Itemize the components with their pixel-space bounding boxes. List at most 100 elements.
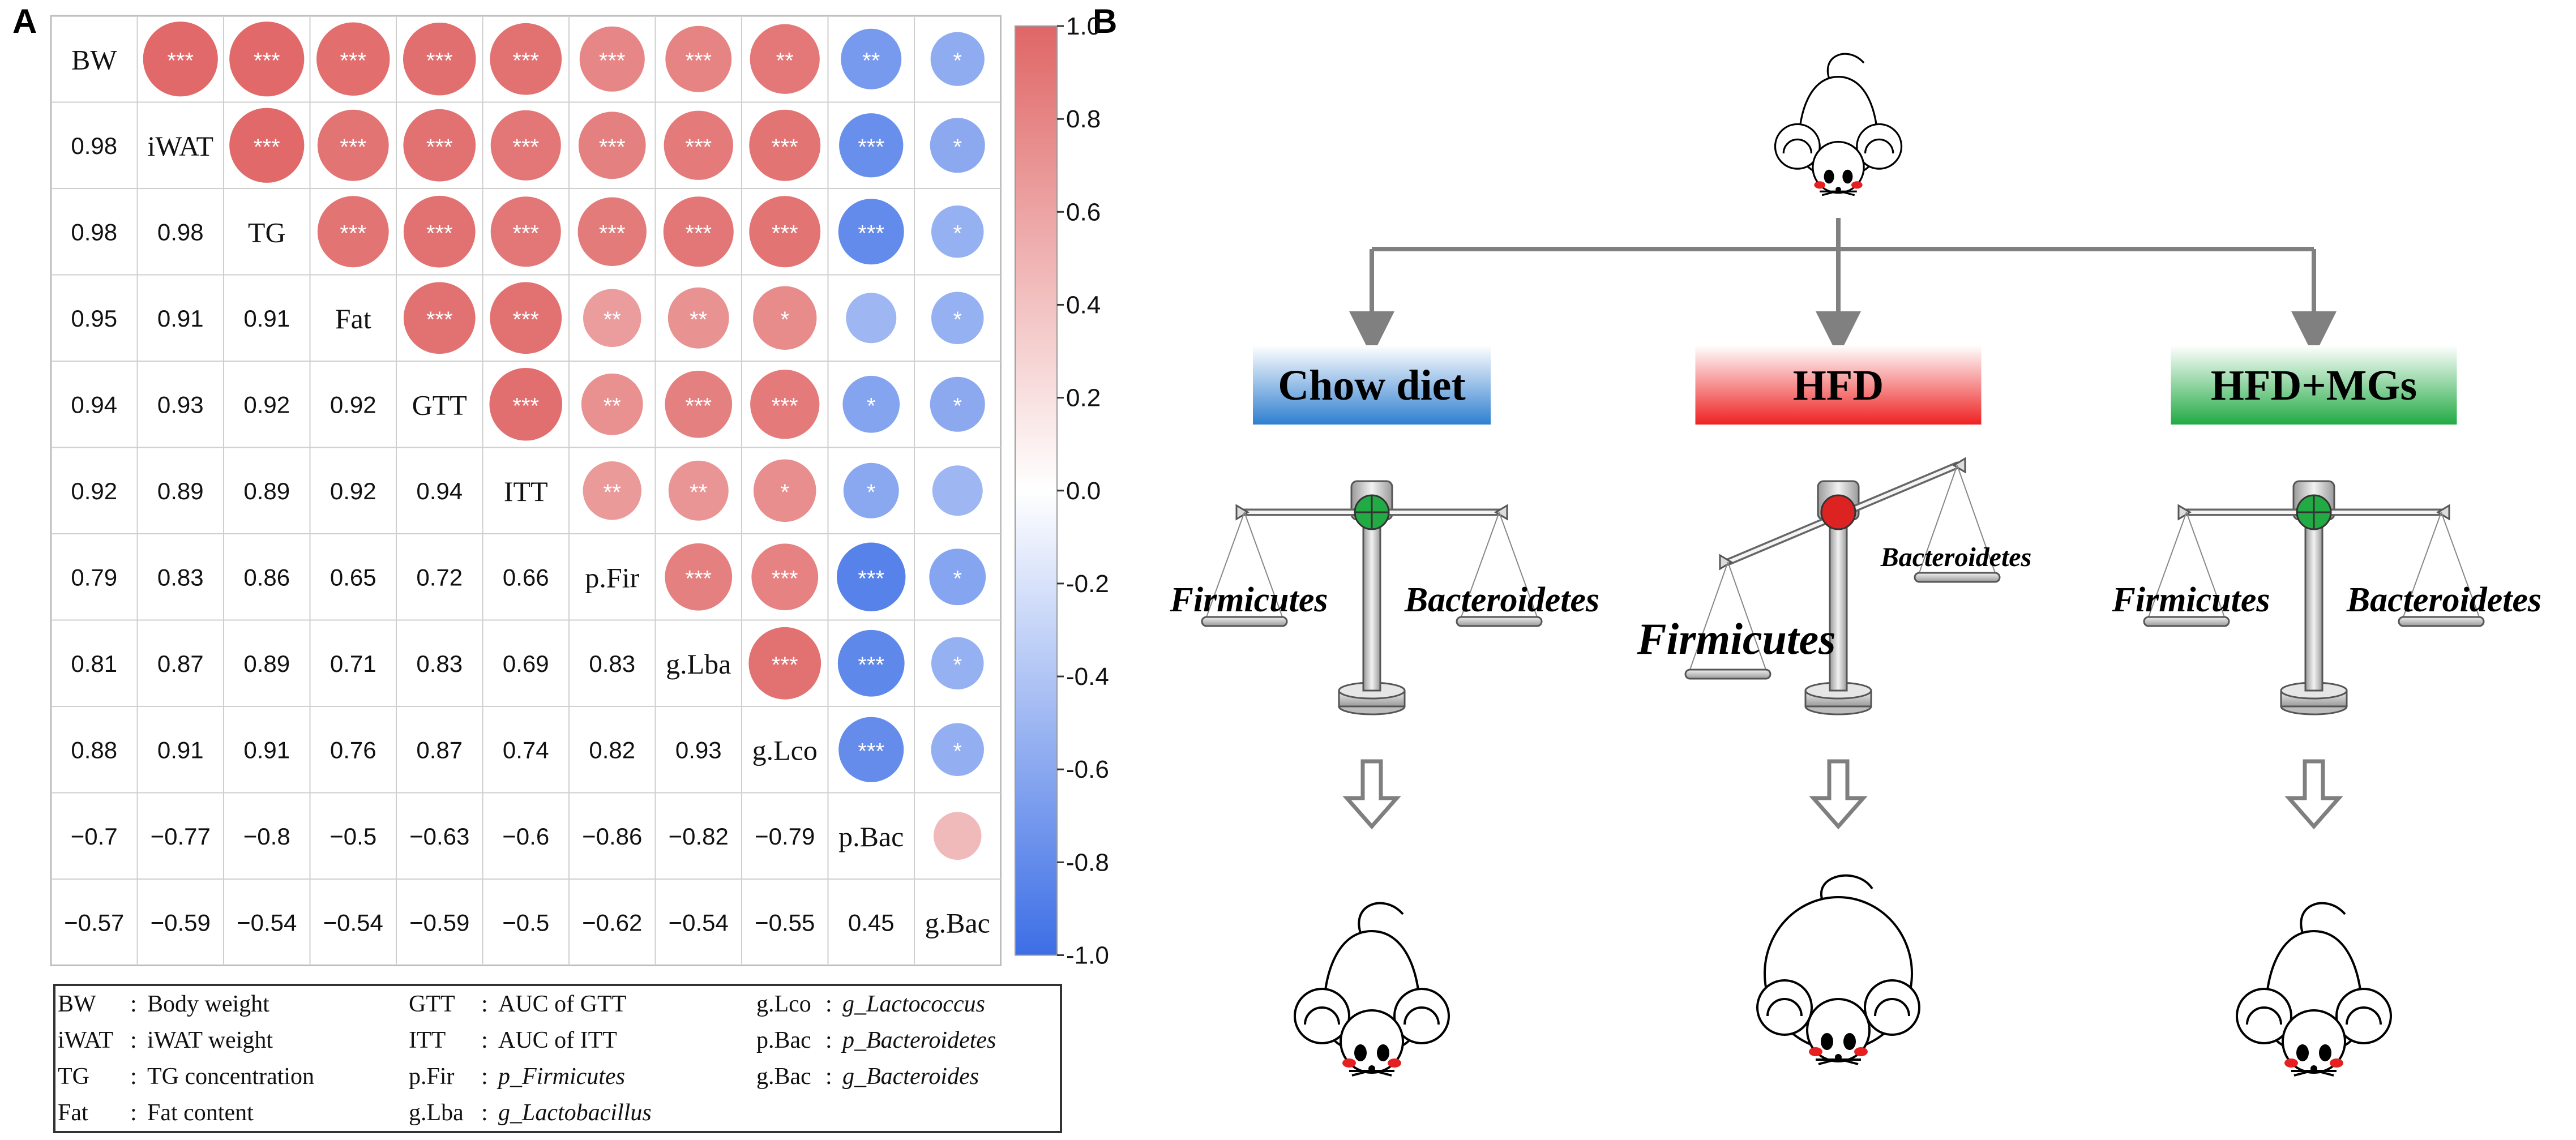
significance-stars: ** [776,48,794,73]
significance-stars: ** [604,480,621,505]
pan-string [1727,562,1766,670]
significance-stars: *** [512,135,539,160]
legend-colon: : [825,1064,832,1090]
significance-stars: * [867,480,876,505]
mouse-ear-inner [1874,998,1910,1017]
mouse-ear-inner [1864,138,1894,154]
significance-stars: * [780,480,789,505]
correlation-circle [930,118,985,173]
mouse-ear [2236,988,2292,1044]
correlation-value: 0.83 [589,650,635,677]
correlation-value: −0.79 [755,823,815,850]
correlation-value: 0.91 [157,736,204,763]
mouse-ear-inner [1766,998,1803,1017]
group-title: HFD [1793,362,1884,409]
diagonal-label: Fat [335,303,371,335]
significance-stars: *** [599,135,626,160]
legend-abbr: g.Lco [756,991,811,1017]
legend-abbr: BW [58,991,96,1017]
correlation-circle [931,723,984,776]
correlation-circle [579,26,645,92]
correlation-circle [581,373,643,435]
significance-stars: *** [599,48,626,73]
balance-hook [2177,504,2192,521]
legend-abbr: Fat [58,1100,88,1126]
legend-desc: iWAT weight [147,1027,273,1053]
mouse-whiskers [1349,1070,1394,1077]
balance-column [1829,525,1848,692]
correlation-value: −0.54 [669,909,729,936]
mouse-ear [1864,979,1920,1036]
mouse-eye [1821,1033,1833,1050]
mouse-cheek [1814,181,1826,189]
correlation-value: −0.57 [64,909,124,936]
colorbar-tick-label: 0.0 [1066,477,1101,505]
correlation-value: 0.98 [157,218,204,245]
mouse-cheek [1851,181,1863,189]
group-header [2171,345,2457,425]
legend-abbr: GTT [409,991,455,1017]
correlation-circle [143,22,218,97]
mouse-icon [1774,53,1903,196]
correlation-value: 0.69 [503,650,549,677]
correlation-circle [663,196,734,267]
colorbar-tick-label: -0.8 [1066,848,1109,876]
balance-hook [1494,504,1508,521]
significance-stars: ** [604,393,621,418]
significance-stars: *** [512,393,539,418]
pan-string [1206,512,1245,618]
significance-stars: *** [167,48,194,73]
mouse-cheek [1342,1058,1356,1068]
legend-desc: AUC of ITT [498,1027,617,1053]
mouse-icon [2236,902,2392,1077]
correlation-circle [930,32,985,86]
mouse-eye [1824,169,1834,184]
mouse-whiskers [1820,190,1857,196]
diagonal-label: TG [248,216,286,248]
correlation-circle [490,23,562,95]
correlation-value: −0.86 [582,823,642,850]
correlation-circle [489,367,563,441]
correlation-circle [748,627,821,700]
mouse-whiskers [2291,1070,2337,1077]
correlation-circle [403,282,476,354]
legend-abbr: p.Bac [756,1027,811,1053]
correlation-circle [583,289,641,347]
correlation-value: 0.82 [589,736,635,763]
significance-stars: *** [340,221,366,246]
correlation-circle [229,108,305,183]
significance-stars: *** [512,307,539,332]
balance-hook [1952,457,1966,474]
correlation-value: 0.74 [503,736,549,763]
significance-stars: *** [599,221,626,246]
left-pan [1201,616,1288,627]
significance-stars: *** [858,739,884,764]
correlation-value: 0.72 [416,564,463,590]
colorbar-tick-label: 0.8 [1066,105,1101,133]
pan-string [1499,512,1538,618]
legend-colon: : [825,991,832,1017]
mouse-whiskers [1816,1058,1861,1065]
correlation-circle [490,282,562,354]
significance-stars: *** [254,135,280,160]
legend-abbr: ITT [409,1027,446,1053]
correlation-value: 0.93 [157,391,204,418]
correlation-value: 0.98 [71,218,117,245]
legend-colon: : [825,1027,832,1053]
bacteroidetes-label: Bacteroidetes [1880,542,2032,572]
correlation-circle [665,25,732,92]
correlation-value: 0.88 [71,736,117,763]
diagonal-label: g.Lba [666,648,731,680]
correlation-circle [753,286,817,350]
significance-stars: *** [858,566,884,591]
colorbar-tick-label: 0.2 [1066,384,1101,412]
correlation-circle [839,113,904,178]
correlation-value: 0.92 [330,391,376,418]
mouse-ear-inner [2246,1006,2282,1025]
correlation-circle [930,376,985,432]
significance-stars: * [953,135,962,160]
mouse-eye [1354,1044,1367,1061]
significance-stars: *** [340,48,366,73]
